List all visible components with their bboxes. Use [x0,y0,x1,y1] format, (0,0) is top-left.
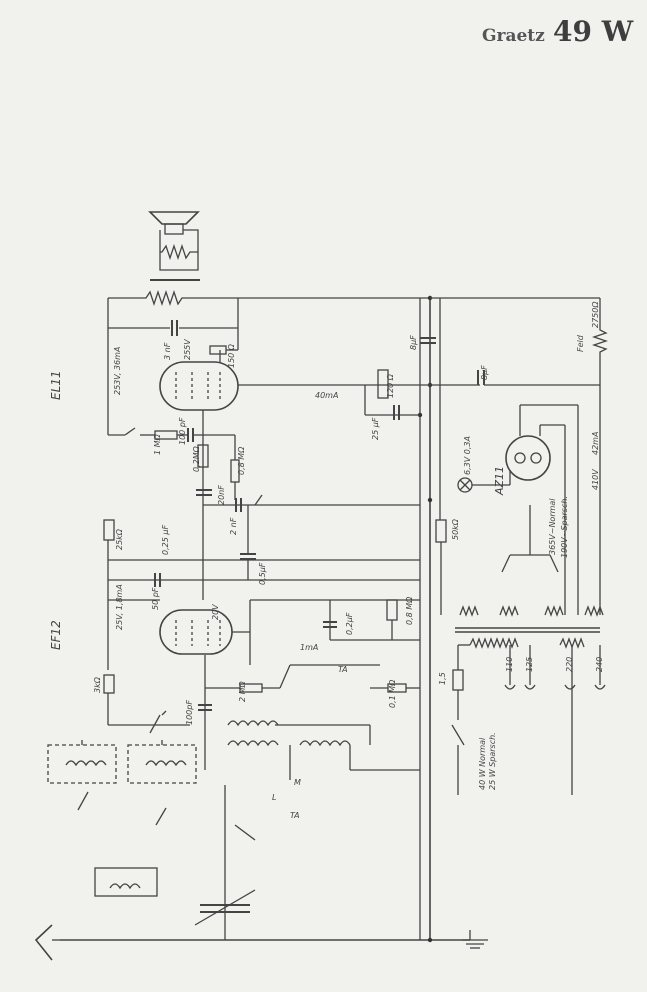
el11-tube [159,345,239,411]
label-sw-L: L [272,793,276,802]
label-sw-M: M [294,778,301,787]
label-25k: 25kΩ [115,528,124,550]
label-20V: 20V [211,604,220,620]
speaker-symbol [148,211,200,281]
label-25W: 25 W Sparsch. [488,732,497,790]
label-0-8MO: 0,8 MΩ [237,446,246,475]
tube-labels: EL11 EF12 AZ11 [49,370,506,650]
label-ef12-plate: 25V, 1,8mA [115,584,124,630]
label-fuse: 1,5 [438,672,447,685]
label-240: 240 [595,657,604,672]
label-8uF-b: 8μF [480,365,489,380]
label-0-1MO: 0,1 MΩ [388,679,397,708]
az11-label: AZ11 [493,466,506,496]
label-sw-TA: TA [290,811,300,820]
label-100pF-2: 100pF [185,700,194,725]
label-0-2MO: 0,2MΩ [192,445,201,472]
label-40mA: 40mA [315,391,338,400]
label-50k: 50kΩ [451,518,460,540]
label-0-25uF: 0,25 μF [161,525,170,555]
label-el11-screen: 255V [183,339,192,360]
label-1MO: 1 MΩ [153,433,162,455]
ef12-tube [159,609,233,655]
label-lamp: 6,3V 0,3A [463,436,472,475]
ef12-label: EF12 [49,620,63,650]
label-120: 120 Ω [386,373,395,398]
label-0-5uF: 0,5μF [258,562,267,585]
label-220: 220 [565,657,574,672]
label-40W: 40 W Normal [478,737,487,790]
label-2750: 2750Ω [591,301,600,328]
az11-tube [505,404,579,615]
label-365V: 365V~Normal [548,498,557,555]
label-100pF: 100 pF [178,417,187,445]
label-410V: 410V [591,469,600,490]
label-8uF-a: 8μF [409,335,418,350]
label-0-2uF: 0,2μF [345,612,354,635]
label-1mA: 1mA [300,643,318,652]
label-el11-plate: 253V, 36mA [113,347,122,395]
label-el11-cathode-r: 150 Ω [227,343,236,368]
label-190V: 190V~Sparsch. [560,496,569,558]
label-feld: Feld [576,334,585,352]
brand-label: Graetz [482,26,545,46]
model-label: 49 W [553,15,634,48]
output-transformer [107,289,430,435]
label-2nF: 2 nF [229,517,238,535]
el11-label: EL11 [49,370,63,400]
label-3nF: 3 nF [163,342,172,360]
label-42mA: 42mA [591,432,600,455]
label-2MO: 2 MΩ [238,680,247,702]
label-25uF: 25 μF [371,417,380,440]
label-3k: 3kΩ [93,676,102,693]
label-20nF: 20nF [217,485,226,505]
label-110: 110 [505,657,514,672]
label-ta-1: TA [338,665,348,674]
label-50pF: 50 pF [151,587,160,610]
label-125: 125 [525,657,534,672]
label-0-8MO-2: 0,8 MΩ [405,596,414,625]
